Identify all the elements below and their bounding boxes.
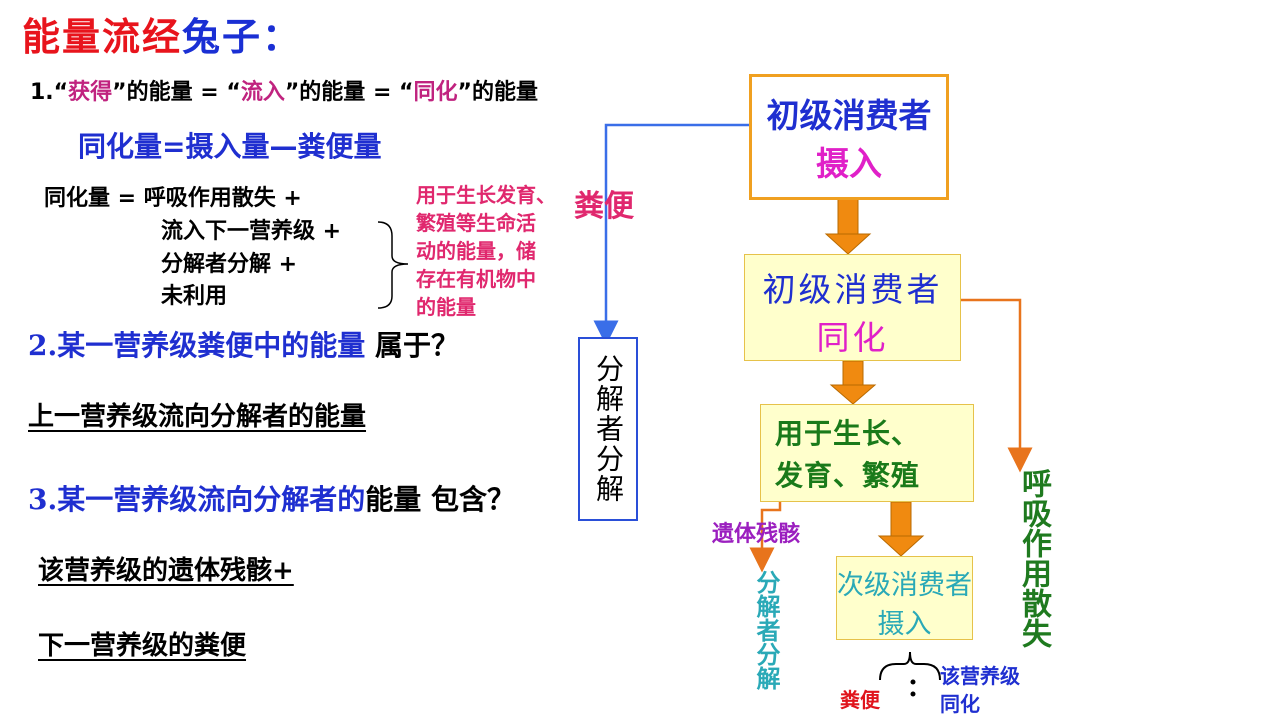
assimilation-label-2: 该营养级同化 [940, 664, 1020, 716]
def-text: ”的能量 = “ [284, 80, 414, 105]
answer-3-line-1: 该营养级的遗体残骸+ [38, 556, 294, 586]
note-line: 繁殖等生命活 [416, 211, 536, 235]
secondary-consumer-intake-box: 次级消费者 摄入 [836, 556, 973, 640]
box2-line1: 初级消费者 [762, 270, 943, 309]
note-line: 存在有机物中 [416, 267, 536, 291]
respiration-arrow [960, 298, 1033, 473]
component-line-3: 分解者分解 + [161, 252, 298, 277]
box2-line2: 同化 [816, 318, 889, 357]
answer-3-line-2: 下一营养级的粪便 [38, 631, 247, 661]
remains-arrow [749, 500, 782, 573]
box3-line1: 用于生长、 [775, 417, 921, 450]
decomposer-box: 分解者分解 [578, 337, 638, 521]
growth-box: 用于生长、 发育、繁殖 [760, 404, 974, 502]
box4-line1: 次级消费者 [837, 570, 972, 601]
remains-label: 遗体残骸 [712, 522, 801, 547]
primary-consumer-intake-box: 初级消费者 摄入 [749, 74, 949, 200]
decomposer-vertical-label: 分解者分解 [752, 570, 780, 690]
note-line: 的能量 [416, 295, 476, 319]
feces-label: 粪便 [574, 189, 634, 224]
primary-consumer-assimilation-box: 初级消费者 同化 [744, 254, 961, 361]
title-part1: 能量流经 [22, 15, 183, 59]
component-line-4: 未利用 [161, 284, 228, 309]
q2-text-black: 属于？ [365, 329, 459, 362]
def-term-obtain: 获得 [68, 80, 113, 105]
component-line-1: 同化量 = 呼吸作用散失 + [44, 186, 302, 211]
note-line: 用于生长发育、 [416, 183, 556, 207]
decomposer-box-text: 分解者分解 [592, 354, 625, 504]
q3-text-blue: 某一营养级流向分解者的 [57, 483, 366, 516]
definition-line: 1.“获得”的能量 = “流入”的能量 = “同化”的能量 [30, 74, 538, 106]
def-text: 1.“ [30, 80, 69, 105]
box1-line1: 初级消费者 [766, 96, 932, 135]
feces-label-2: 粪便 [840, 688, 880, 712]
q2-number: 2. [28, 329, 58, 362]
def-term-assimilation: 同化 [413, 80, 458, 105]
flow-arrow-3 [877, 501, 925, 557]
note-line: 动的能量，储 [416, 239, 536, 263]
curly-brace [377, 221, 409, 309]
q3-text-black: 能量 包含？ [365, 483, 515, 516]
answer-2: 上一营养级流向分解者的能量 [28, 402, 367, 432]
q3-number: 3. [28, 483, 58, 516]
flow-arrow-1 [824, 195, 872, 255]
def-term-inflow: 流入 [240, 80, 285, 105]
box1-line2: 摄入 [816, 144, 882, 183]
box3-line2: 发育、繁殖 [775, 459, 921, 492]
flow-arrow-2 [829, 360, 877, 405]
component-line-2: 流入下一营养级 + [161, 219, 342, 244]
feces-arrow [593, 123, 749, 346]
page-title: 能量流经兔子： [22, 6, 302, 61]
question-2: 2.某一营养级粪便中的能量 属于？ [28, 324, 459, 364]
question-3: 3.某一营养级流向分解者的能量 包含？ [28, 478, 515, 518]
box4-line2: 摄入 [877, 609, 932, 640]
brace-note: 用于生长发育、 繁殖等生命活 动的能量，储 存在有机物中 的能量 [416, 181, 556, 321]
q2-text-blue: 某一营养级粪便中的能量 [57, 329, 366, 362]
assimilation-formula: 同化量=摄入量—粪便量 [78, 130, 382, 163]
def-text: ”的能量 [457, 80, 538, 105]
respiration-label: 呼吸作用散失 [1016, 468, 1051, 648]
bottom-brace [879, 651, 941, 681]
def-text: ”的能量 = “ [112, 80, 241, 105]
title-part2: 兔子： [182, 15, 303, 59]
